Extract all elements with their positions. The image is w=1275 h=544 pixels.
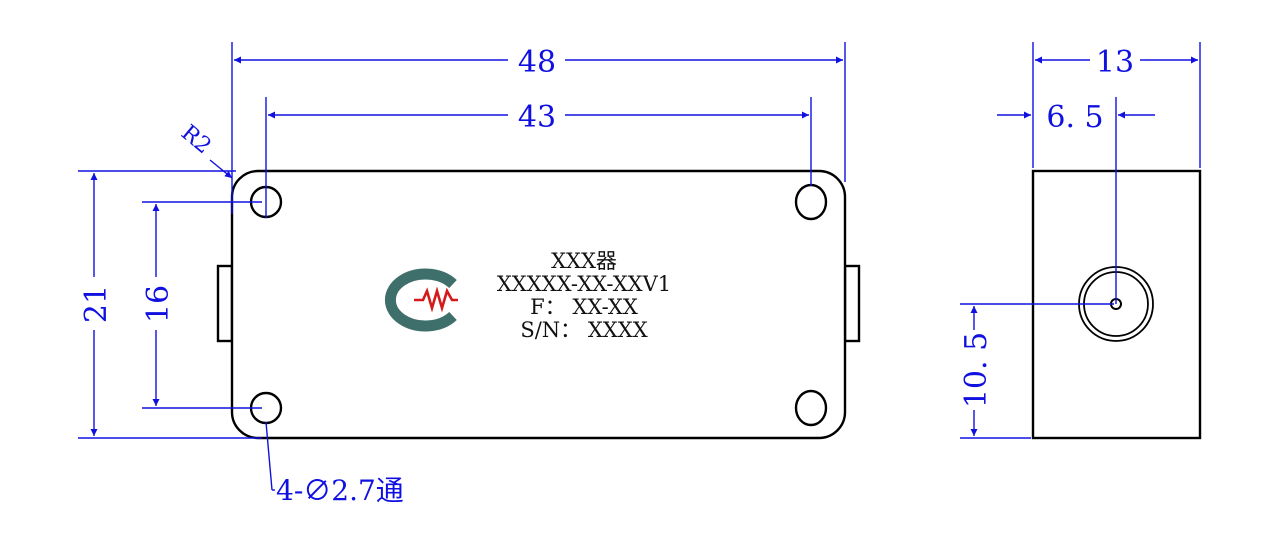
dim-side-depth: 13 xyxy=(1096,45,1134,80)
mounting-hole-bottom-right xyxy=(794,389,828,427)
side-view-dimension-labels: 13 6. 5 10. 5 xyxy=(959,45,1134,408)
front-body xyxy=(230,169,847,440)
dim-side-height: 10. 5 xyxy=(959,332,994,408)
dim-corner-radius: R2 xyxy=(176,120,215,159)
company-logo-icon xyxy=(384,268,458,332)
front-view xyxy=(216,169,861,440)
dim-side-offset: 6. 5 xyxy=(1046,100,1103,135)
dim-hole-spacing-x: 43 xyxy=(518,100,556,135)
side-view-dimensions xyxy=(960,42,1201,439)
product-label: XXX器 XXXXX-XX-XXV1 F： XX-XX S/N： XXXX xyxy=(497,249,671,342)
label-line-4: S/N： XXXX xyxy=(520,318,647,342)
right-tab xyxy=(843,264,861,343)
label-line-2: XXXXX-XX-XXV1 xyxy=(497,272,671,296)
dim-mounting-holes: 4-∅2.7通 xyxy=(276,474,404,507)
left-tab xyxy=(216,264,234,343)
label-line-3: F： XX-XX xyxy=(530,295,638,319)
front-view-dimensions xyxy=(78,42,846,491)
dim-hole-spacing-y: 16 xyxy=(141,285,176,323)
dim-overall-height: 21 xyxy=(79,285,114,323)
dim-overall-width: 48 xyxy=(518,45,556,80)
label-line-1: XXX器 xyxy=(551,249,617,273)
